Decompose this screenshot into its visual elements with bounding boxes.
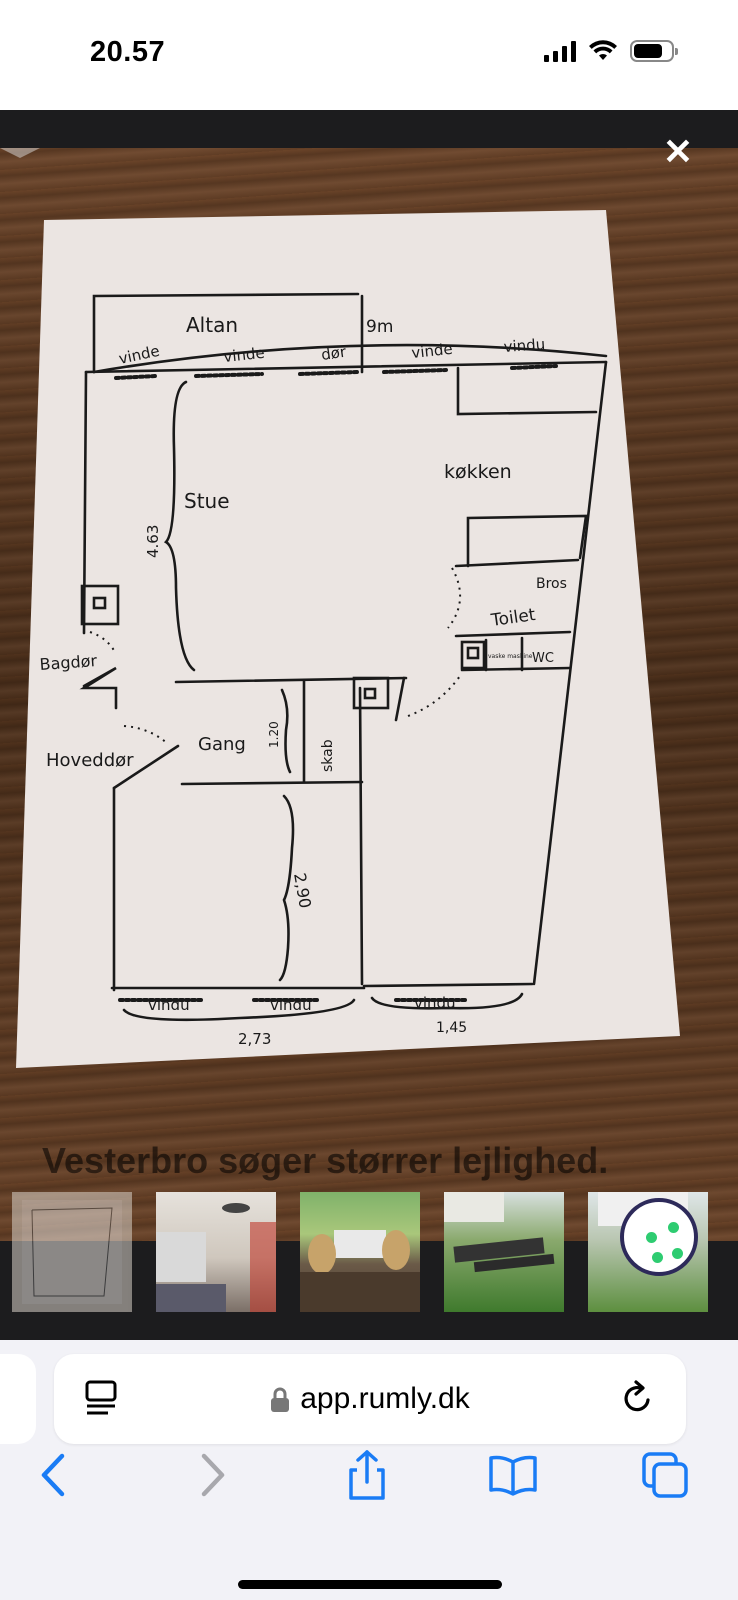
reader-icon[interactable] <box>84 1378 120 1418</box>
address-bar[interactable]: app.rumly.dk <box>54 1354 686 1444</box>
label-hoveddor: Hoveddør <box>46 750 134 771</box>
label-len-145: 1,45 <box>436 1020 467 1036</box>
image-viewer: ✕ <box>0 110 738 1340</box>
label-wc: WC <box>532 651 554 666</box>
bedroom-thumb[interactable] <box>156 1192 276 1312</box>
label-vindu-2: vindu <box>270 996 312 1014</box>
paper-sheet <box>16 210 680 1068</box>
label-vinde-3: vinde <box>411 340 454 362</box>
balcony-thumb[interactable] <box>300 1192 420 1312</box>
share-icon[interactable] <box>342 1450 392 1500</box>
reload-icon[interactable] <box>618 1378 658 1418</box>
home-indicator[interactable] <box>238 1580 502 1589</box>
label-vindu-1: vindu <box>148 996 190 1014</box>
label-bros: Bros <box>536 576 567 592</box>
label-len-273: 2,73 <box>238 1030 271 1048</box>
label-vindu-top: vindu <box>503 335 546 356</box>
floorplan-drawing: Altan 9m vinde vinde dør vinde vindu køk… <box>0 148 680 1068</box>
status-icons <box>544 40 678 62</box>
bookmarks-icon[interactable] <box>488 1450 538 1500</box>
wifi-icon <box>589 40 617 60</box>
label-vinde-2: vinde <box>223 344 266 366</box>
door-swings <box>89 567 462 745</box>
label-skab: skab <box>320 739 336 772</box>
label-bagdor: Bagdør <box>39 651 98 674</box>
browser-toolbar <box>0 1450 738 1510</box>
label-dor: dør <box>320 343 348 364</box>
status-bar: 20.57 <box>0 0 738 110</box>
floorplan-walls <box>79 292 608 1022</box>
label-vindu-3: vindu <box>414 994 456 1012</box>
garden-thumb[interactable] <box>444 1192 564 1312</box>
label-len-120: 1.20 <box>267 721 281 748</box>
listing-title: Vesterbro søger størrer lejlighed. <box>42 1140 609 1181</box>
label-altan: Altan <box>186 313 238 337</box>
lock-icon <box>271 1387 290 1413</box>
back-icon[interactable] <box>30 1450 80 1500</box>
floorplan-thumb[interactable] <box>12 1192 132 1312</box>
thumbnail-strip <box>12 1192 708 1312</box>
label-stue: Stue <box>184 489 230 513</box>
floorplan-labels: Altan 9m vinde vinde dør vinde vindu køk… <box>39 313 567 1048</box>
browser-chrome: app.rumly.dk <box>0 1340 738 1600</box>
close-icon[interactable]: ✕ <box>662 131 694 172</box>
label-kokken: køkken <box>444 461 512 483</box>
label-vaske: vaske maskine <box>488 653 533 660</box>
battery-fill <box>634 44 662 58</box>
url-text: app.rumly.dk <box>300 1382 470 1415</box>
floorplan-photo: Altan 9m vinde vinde dør vinde vindu køk… <box>0 148 738 1241</box>
cellular-signal-icon <box>544 40 576 62</box>
yard-thumb[interactable] <box>588 1192 708 1312</box>
cookie-consent-icon[interactable] <box>620 1198 698 1276</box>
label-9m: 9m <box>366 317 393 337</box>
label-gang: Gang <box>198 734 246 755</box>
previous-tab-card[interactable] <box>0 1354 36 1444</box>
label-len-463: 4.63 <box>144 525 162 558</box>
forward-icon[interactable] <box>186 1450 236 1500</box>
status-time: 20.57 <box>90 36 166 68</box>
battery-icon <box>630 40 678 62</box>
tabs-icon[interactable] <box>640 1450 690 1500</box>
url-display[interactable]: app.rumly.dk <box>54 1382 686 1416</box>
